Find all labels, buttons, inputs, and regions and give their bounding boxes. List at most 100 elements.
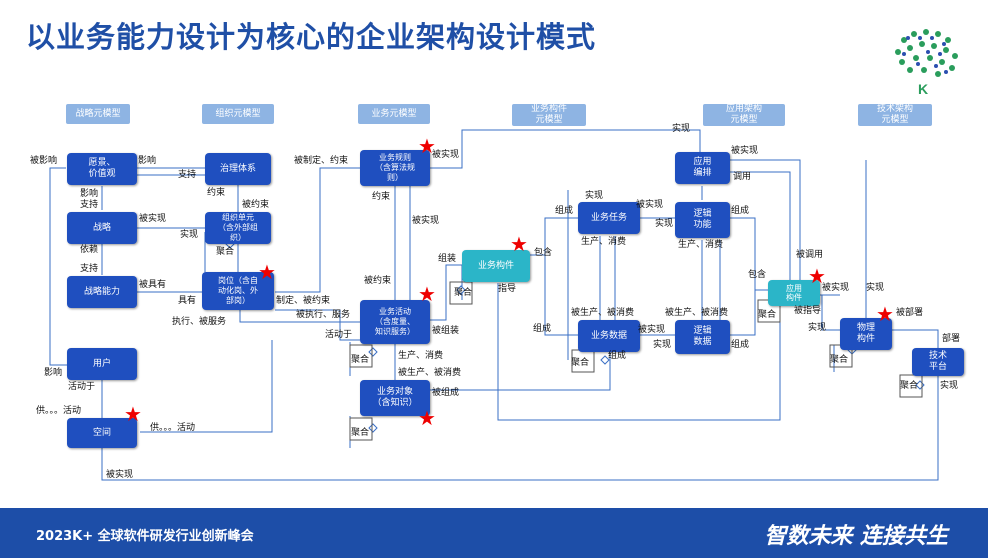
relation-label: 活动于: [68, 382, 96, 392]
relation-label: 被具有: [139, 280, 167, 290]
highlight-star-icon: ★: [418, 134, 436, 158]
highlight-star-icon: ★: [808, 264, 826, 288]
logo-letter: K: [918, 81, 928, 97]
relation-label: 供。。。活动: [36, 406, 82, 416]
node-business-component: 业务构件: [462, 250, 530, 282]
node-strategy: 战略: [67, 212, 137, 244]
node-business-rule: 业务规则 （含算法规 则）: [360, 150, 430, 186]
relation-label: 实现: [180, 230, 199, 240]
footer-event-name: 2023K+ 全球软件研发行业创新峰会: [36, 529, 254, 544]
relation-label: 实现: [808, 323, 827, 333]
header-component-metamodel: 业务构件 元模型: [512, 104, 586, 126]
relation-label: 聚合: [454, 288, 473, 298]
relation-label: 生产、消费: [581, 237, 627, 247]
relation-label: 被实现: [412, 216, 440, 226]
relation-label: 实现: [672, 124, 691, 134]
node-business-task: 业务任务: [578, 202, 640, 234]
header-technology-metamodel: 技术架构 元模型: [858, 104, 932, 126]
relation-label: 实现: [655, 219, 674, 229]
relation-label: 被实现: [636, 200, 664, 210]
relation-label: 聚合: [830, 355, 849, 365]
relation-label: 支持: [80, 200, 99, 210]
relation-label: 被约束: [242, 200, 270, 210]
header-strategy-metamodel: 战略元模型: [66, 104, 130, 124]
relation-label: 被实现: [432, 150, 460, 160]
relation-label: 被生产、被消费: [398, 368, 462, 378]
relation-label: 依赖: [80, 245, 99, 255]
relation-label: 支持: [80, 264, 99, 274]
relation-label: 指导: [498, 284, 517, 294]
node-app-orchestration: 应用 编排: [675, 152, 730, 184]
node-user: 用户: [67, 348, 137, 380]
relation-label: 组成: [533, 324, 552, 334]
relation-label: 被生产、被消费: [665, 308, 729, 318]
footer-slogan: 智数未来 连接共生: [764, 523, 948, 549]
relation-label: 聚合: [571, 358, 590, 368]
relation-label: 聚合: [351, 428, 370, 438]
relation-label: 组成: [731, 206, 750, 216]
relation-label: 调用: [733, 172, 752, 182]
relation-label: 被生产、被消费: [571, 308, 635, 318]
relation-label: 影响: [44, 368, 63, 378]
relation-label: 影响: [138, 156, 157, 166]
page-title: 以业务能力设计为核心的企业架构设计模式: [26, 20, 597, 54]
relation-label: 实现: [866, 283, 885, 293]
relation-label: 被实现: [731, 146, 759, 156]
highlight-star-icon: ★: [418, 406, 436, 430]
header-business-metamodel: 业务元模型: [358, 104, 430, 124]
relation-label: 具有: [178, 296, 197, 306]
relation-label: 包含: [748, 270, 767, 280]
relation-label: 被实现: [139, 214, 167, 224]
relation-label: 包含: [534, 248, 553, 258]
relation-label: 组装: [438, 254, 457, 264]
relation-label: 供。。。活动: [150, 423, 196, 433]
node-app-component: 应用 构件: [768, 280, 820, 306]
relation-label: 约束: [207, 188, 226, 198]
relation-label: 生产、消费: [678, 240, 724, 250]
relation-label: 被影响: [30, 156, 58, 166]
header-application-metamodel: 应用架构 元模型: [703, 104, 785, 126]
relation-label: 组成: [555, 206, 574, 216]
relation-label: 生产、消费: [398, 351, 444, 361]
header-org-metamodel: 组织元模型: [202, 104, 274, 124]
node-space: 空间: [67, 418, 137, 448]
node-vision: 愿景、 价值观: [67, 153, 137, 185]
relation-label: 约束: [372, 192, 391, 202]
relation-label: 被指导: [794, 306, 822, 316]
highlight-star-icon: ★: [124, 402, 142, 426]
node-physical-component: 物理 构件: [840, 318, 892, 350]
relation-label: 被组装: [432, 326, 460, 336]
node-governance: 治理体系: [205, 153, 271, 185]
relation-label: 被实现: [106, 470, 134, 480]
node-business-activity: 业务活动 （含度量、 知识服务）: [360, 300, 430, 344]
node-logic-function: 逻辑 功能: [675, 202, 730, 238]
relation-label: 实现: [940, 381, 959, 391]
relation-label: 被调用: [796, 250, 824, 260]
node-position: 岗位（含自 动化岗、外 部岗）: [202, 272, 274, 310]
node-tech-platform: 技术 平台: [912, 348, 964, 376]
relation-label: 活动于: [325, 330, 353, 340]
connector-lines: [49, 129, 939, 481]
relation-label: 支持: [178, 170, 197, 180]
highlight-star-icon: ★: [510, 232, 528, 256]
node-business-data: 业务数据: [578, 320, 640, 352]
node-logic-data: 逻辑 数据: [675, 320, 730, 354]
relation-label: 被部署: [896, 308, 924, 318]
relation-label: 实现: [653, 340, 672, 350]
node-business-object: 业务对象 （含知识）: [360, 380, 430, 416]
relation-label: 影响: [80, 189, 99, 199]
relation-label: 聚合: [351, 355, 370, 365]
highlight-star-icon: ★: [418, 282, 436, 306]
relation-label: 被制定、约束: [294, 156, 349, 166]
relation-label: 被实现: [638, 325, 666, 335]
relation-label: 被组成: [432, 388, 460, 398]
relation-label: 执行、被服务: [172, 317, 227, 327]
relation-label: 聚合: [216, 247, 235, 257]
node-org-unit: 组织单元 （含外部组 织）: [205, 212, 271, 244]
footer-bar: 2023K+ 全球软件研发行业创新峰会 智数未来 连接共生: [0, 508, 988, 558]
node-strategic-capability: 战略能力: [67, 276, 137, 308]
highlight-star-icon: ★: [258, 260, 276, 284]
relation-label: 聚合: [758, 310, 777, 320]
relation-label: 被约束: [364, 276, 392, 286]
relation-label: 聚合: [900, 381, 919, 391]
